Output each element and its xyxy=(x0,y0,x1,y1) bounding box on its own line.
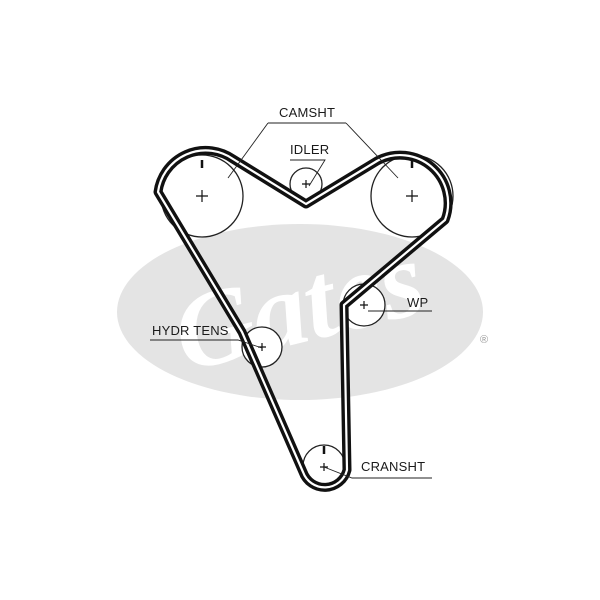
label-cransht: CRANSHT xyxy=(361,459,425,474)
label-wp: WP xyxy=(407,295,428,310)
gates-logo-watermark: Gates ® xyxy=(117,218,488,400)
label-camsht: CAMSHT xyxy=(279,105,335,120)
leader-lines xyxy=(150,122,432,479)
center-cross-idler xyxy=(302,180,310,188)
camsht-leader-right xyxy=(345,122,399,179)
registered-mark: ® xyxy=(480,334,488,346)
hydr-tens-leader xyxy=(150,339,263,349)
camsht-leader-left xyxy=(227,122,269,179)
center-cross-left-cam xyxy=(196,190,208,202)
idler-leader xyxy=(290,159,326,187)
cransht-leader xyxy=(323,466,432,479)
timing-belt xyxy=(153,145,453,492)
center-cross-wp xyxy=(360,301,368,309)
center-cross-right-cam xyxy=(406,190,418,202)
label-hydr-tens: HYDR TENS xyxy=(152,323,229,338)
timing-marks xyxy=(200,160,414,454)
label-idler: IDLER xyxy=(290,142,329,157)
pulley-centers xyxy=(196,180,418,471)
